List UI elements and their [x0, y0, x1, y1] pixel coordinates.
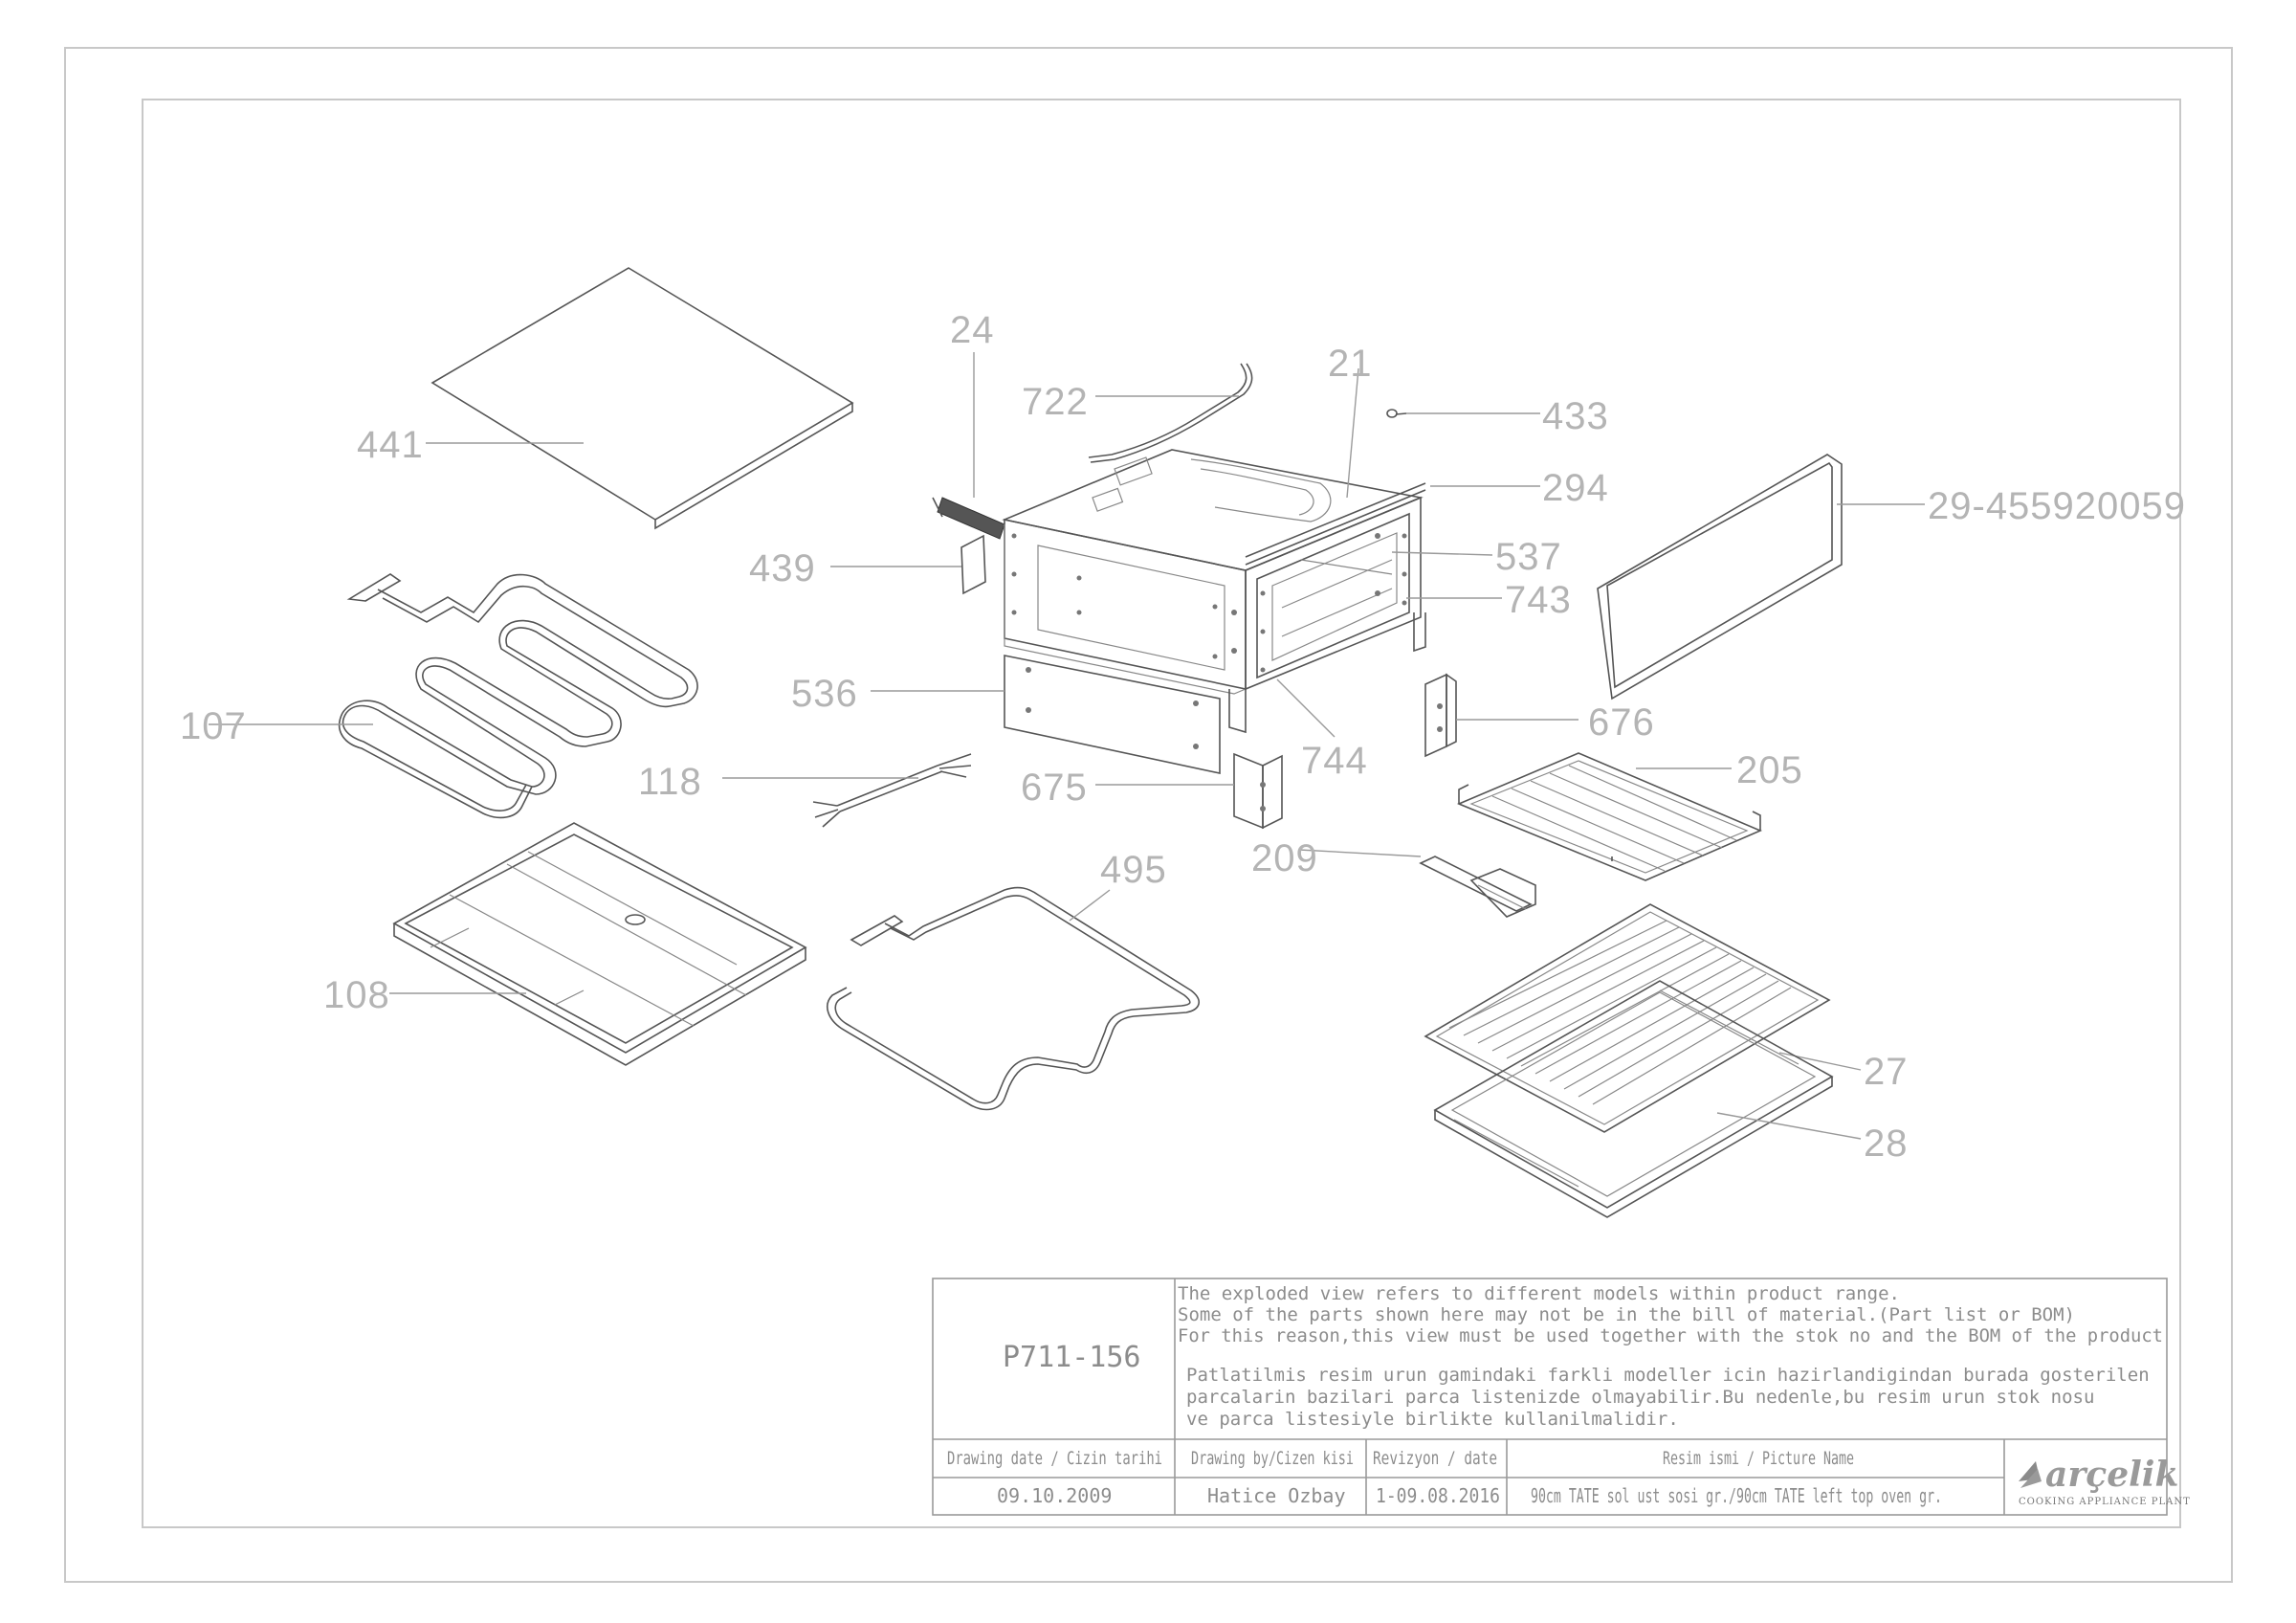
callout-118: 118 — [638, 761, 702, 803]
callout-536: 536 — [791, 673, 858, 715]
callout-537: 537 — [1495, 536, 1562, 578]
header-revision: Revizyon / date — [1373, 1448, 1497, 1469]
part-441-panel — [426, 267, 854, 530]
note-tr-line-1: Patlatilmis resim urun gamindaki farkli … — [1186, 1365, 2150, 1386]
callout-24: 24 — [950, 309, 995, 351]
note-en-line-3: For this reason,this view must be used t… — [1178, 1325, 2163, 1346]
callout-209: 209 — [1251, 837, 1318, 879]
note-tr-line-2: parcalarin bazilari parca listenizde olm… — [1186, 1387, 2094, 1408]
drawing-code: P711-156 — [1003, 1341, 1141, 1374]
arcelik-logo: arçelik COOKING APPLIANCE PLANT — [2019, 1455, 2191, 1507]
callout-743: 743 — [1505, 579, 1572, 621]
callout-28: 28 — [1864, 1123, 1909, 1165]
callout-744: 744 — [1301, 740, 1368, 782]
callout-27: 27 — [1864, 1051, 1909, 1093]
plant-name: COOKING APPLIANCE PLANT — [2019, 1497, 2191, 1507]
note-en-line-1: The exploded view refers to different mo… — [1178, 1283, 1900, 1304]
title-block: P711-156 The exploded view refers to dif… — [932, 1278, 2191, 1516]
brand-name: arçelik — [2045, 1455, 2178, 1495]
callout-107: 107 — [180, 705, 247, 747]
part-29-glass-panel — [1597, 454, 1925, 700]
part-675-bracket — [1095, 752, 1283, 830]
header-drawing-date: Drawing date / Cizin tarihi — [947, 1448, 1162, 1469]
part-24-tube — [932, 352, 1005, 540]
header-drawing-by: Drawing by/Cizen kisi — [1191, 1448, 1354, 1469]
value-drawing-by: Hatice Ozbay — [1207, 1484, 1346, 1507]
part-495-bottom-element — [827, 886, 1200, 1111]
callout-108: 108 — [323, 974, 390, 1016]
callout-29-455920059: 29-455920059 — [1928, 485, 2186, 527]
callout-205: 205 — [1736, 749, 1803, 791]
value-revision: 1-09.08.2016 — [1376, 1484, 1500, 1507]
part-27-oven-rack — [1424, 903, 1862, 1133]
callout-21: 21 — [1328, 343, 1373, 385]
part-439-bracket — [830, 534, 986, 595]
part-433-screw — [1386, 409, 1540, 418]
callout-433: 433 — [1542, 395, 1609, 437]
callout-294: 294 — [1542, 467, 1609, 509]
part-536-panel — [871, 655, 1221, 774]
value-picture-name: 90cm TATE sol ust sosi gr./90cm TATE lef… — [1531, 1484, 1942, 1507]
outer-frame — [64, 47, 2233, 1583]
part-107-heating-element — [209, 573, 698, 819]
callout-439: 439 — [749, 547, 816, 589]
part-21-oven-cavity — [1002, 367, 1426, 734]
part-205-shelf-support — [1456, 752, 1763, 881]
part-108-bottom-panel — [389, 822, 807, 1066]
callout-675: 675 — [1021, 767, 1088, 809]
part-28-baking-tray — [1433, 980, 1862, 1218]
part-209-hinge — [1298, 849, 1536, 918]
value-drawing-date: 09.10.2009 — [997, 1484, 1112, 1507]
callout-495: 495 — [1100, 849, 1167, 891]
callout-676: 676 — [1588, 701, 1655, 744]
inner-frame — [142, 99, 2181, 1528]
callout-441: 441 — [357, 424, 424, 466]
part-676-bracket — [1424, 673, 1578, 758]
header-picture-name: Resim ismi / Picture Name — [1663, 1448, 1854, 1469]
part-118-wire-bundle — [722, 753, 972, 828]
note-en-line-2: Some of the parts shown here may not be … — [1178, 1304, 2075, 1325]
callout-722: 722 — [1022, 381, 1089, 423]
part-722-cable — [1088, 363, 1253, 463]
note-tr-line-3: ve parca listesiyle birlikte kullanilmal… — [1186, 1409, 1679, 1430]
callout-labels: 24 722 21 433 441 294 29-455920059 439 5… — [180, 309, 2186, 1165]
